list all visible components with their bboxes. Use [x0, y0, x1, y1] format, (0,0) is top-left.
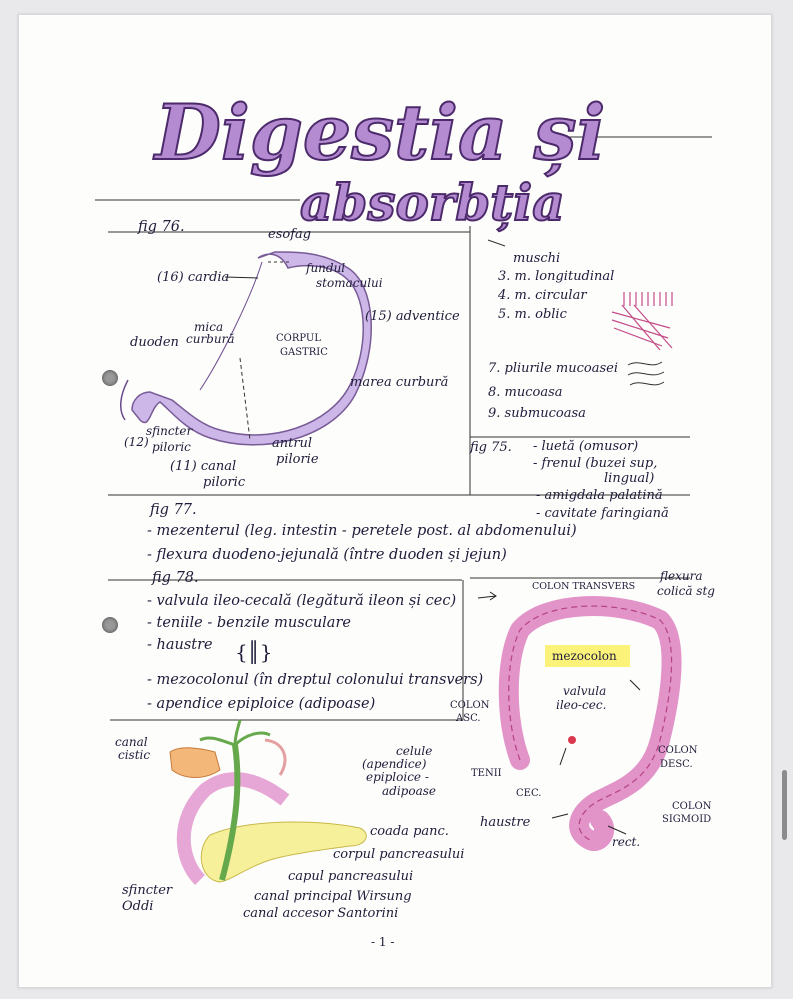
rect-label: rect.: [612, 835, 641, 849]
celule-label-3: epiploice -: [366, 770, 429, 784]
celule-label-4: adipoase: [382, 784, 436, 798]
wirsung-label: canal principal Wirsung: [254, 889, 412, 904]
layer-item-9: 9. submucoasa: [488, 406, 586, 421]
coada-pancreas-label: coada panc.: [370, 824, 449, 839]
fig78-item-4: - mezocolonul (în dreptul colonului tran…: [147, 672, 484, 688]
tenii-label: TENII: [471, 768, 502, 779]
mezocolon-label: mezocolon: [552, 649, 617, 663]
layer-item-8: 8. mucoasa: [488, 385, 563, 400]
canal-cistic-label-1: canal: [115, 735, 148, 749]
stomach-illustration: [131, 251, 372, 446]
muscle-fibers-illustration: [611, 292, 673, 351]
label-piloric: piloric: [152, 440, 191, 454]
fig78-label: fig 78.: [152, 570, 199, 586]
scrollbar-thumb[interactable]: [782, 770, 787, 840]
label-canal-piloric-1: (11) canal: [170, 459, 237, 474]
valvula-label-1: valvula: [563, 684, 607, 698]
fig75-item-3: lingual): [604, 471, 655, 486]
notebook-page: [18, 14, 772, 988]
fig75-label: fig 75.: [470, 440, 512, 455]
canal-cistic-label-2: cistic: [118, 748, 151, 762]
label-esofag: esofag: [268, 227, 312, 242]
label-duoden: duoden: [130, 335, 179, 350]
fig77-label: fig 77.: [150, 502, 197, 518]
haustre-label: haustre: [480, 815, 531, 830]
corpul-pancreas-label: corpul pancreasului: [333, 847, 465, 862]
muschi-title: muschi: [513, 251, 561, 266]
layer-item-7: 7. pliurile mucoasei: [488, 361, 618, 376]
santorini-label: canal accesor Santorini: [243, 906, 399, 921]
celule-label-1: celule: [396, 744, 433, 758]
flexura-label-1: flexura: [660, 569, 703, 583]
colon-illustration: [498, 596, 682, 851]
muschi-item-3: 3. m. longitudinal: [498, 269, 615, 284]
colon-sigmoid-label-1: COLON: [672, 801, 712, 812]
label-pilorie: pilorie: [276, 452, 319, 467]
label-adventice: (15) adventice: [365, 309, 460, 324]
fig78-item-1: - valvula ileo-cecală (legătură ileon și…: [147, 593, 457, 609]
celule-label-2: (apendice): [362, 757, 427, 771]
fig75-item-2: - frenul (buzei sup,: [533, 456, 658, 471]
fig75-item-4: - amigdala palatină: [536, 488, 663, 503]
fig78-item-3: - haustre: [147, 637, 213, 653]
sfincter-oddi-label-1: sfincter: [122, 883, 173, 898]
label-n12: (12): [124, 435, 149, 449]
pancreas-illustration: [200, 821, 367, 883]
label-corpul-gastric-1: CORPUL: [276, 333, 321, 344]
muschi-item-4: 4. m. circular: [498, 288, 587, 303]
colon-transvers-label: COLON TRANSVERS: [532, 581, 636, 592]
label-curbura: curbură: [186, 332, 235, 346]
page-title-line2: absorbția: [299, 173, 566, 232]
binder-hole-bottom: [102, 617, 118, 633]
fig78-item-5: - apendice epiploice (adipoase): [147, 696, 376, 712]
cec-label: CEC.: [516, 788, 542, 799]
capul-pancreas-label: capul pancreasului: [288, 869, 414, 884]
fig76-label: fig 76.: [138, 219, 185, 235]
colon-asc-label-1: COLON: [450, 700, 490, 711]
fig75-item-5: - cavitate faringiană: [536, 506, 669, 521]
label-antrul: antrul: [272, 436, 313, 451]
fig77-item-1: - mezenterul (leg. intestin - peretele p…: [147, 523, 577, 539]
fig78-item-2: - teniile - benzile musculare: [147, 615, 351, 631]
label-mica: mica: [194, 320, 224, 334]
label-fundul: fundul: [306, 261, 346, 275]
colon-sigmoid-label-2: SIGMOID: [662, 814, 712, 825]
label-canal-piloric-2: piloric: [203, 475, 246, 490]
page-title-line1: Digestia și: [154, 88, 606, 177]
label-sfincter: sfincter: [146, 424, 193, 438]
colon-desc-label-1: COLON: [658, 745, 698, 756]
valvula-label-2: ileo-cec.: [556, 698, 607, 712]
label-stomacului: stomacului: [316, 276, 383, 290]
colon-desc-label-2: DESC.: [660, 759, 693, 770]
label-marea-curbura: marea curbură: [350, 375, 449, 390]
muschi-item-5: 5. m. oblic: [498, 307, 567, 322]
binder-hole-top: [102, 370, 118, 386]
sfincter-oddi-label-2: Oddi: [122, 899, 154, 914]
page-number: - 1 -: [371, 935, 395, 949]
label-cardia: (16) cardia: [157, 270, 230, 285]
haustre-brace-glyph: {║}: [235, 640, 273, 664]
fig77-item-2: - flexura duodeno-jejunală (între duoden…: [147, 547, 507, 563]
flexura-label-2: colică stg: [657, 584, 715, 598]
colon-asc-label-2: ASC.: [456, 713, 481, 724]
fig75-item-1: - luetă (omusor): [533, 439, 639, 454]
label-corpul-gastric-2: GASTRIC: [280, 347, 328, 358]
